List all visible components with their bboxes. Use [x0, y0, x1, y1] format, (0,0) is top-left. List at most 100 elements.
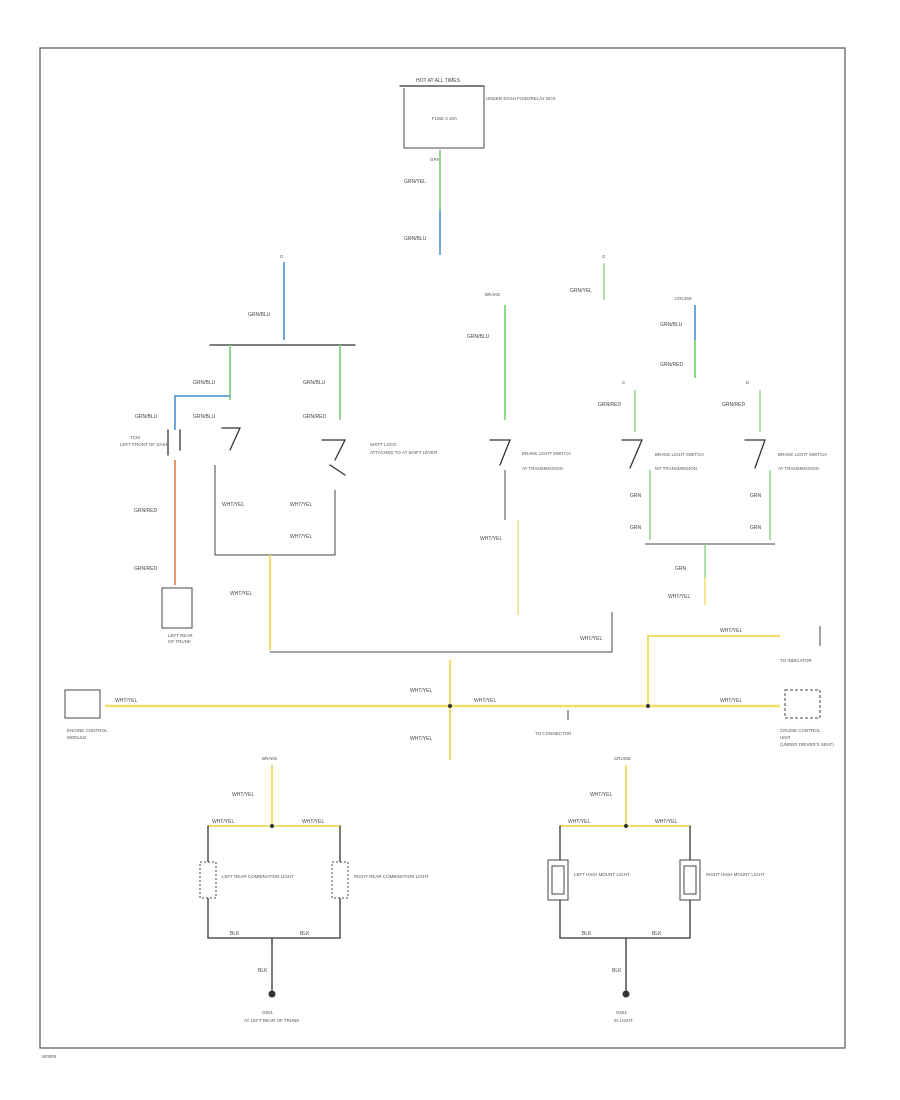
right-high-mount-lamp: RIGHT HIGH MOUNT LIGHT — [679, 859, 765, 901]
label-left-ground-wire: BLK — [258, 968, 268, 974]
ref-c: C — [622, 380, 626, 385]
label-right-lamp-a: WHT/YEL — [568, 819, 590, 825]
right-lamp-loop — [559, 825, 691, 939]
fuse-wire-label: GRN — [430, 157, 440, 162]
fuse-box-outline — [403, 88, 484, 149]
label-right-blk2: BLK — [652, 931, 662, 937]
cruise-label2: UNIT — [780, 735, 791, 740]
label-left-lamp-b: WHT/YEL — [302, 819, 324, 825]
label-grn-blu-a: GRN/BLU — [248, 312, 271, 318]
label-right-wire-a: GRN/RED — [598, 402, 621, 408]
label-right-grn-blu: GRN/BLU — [660, 322, 683, 328]
label-wht-yel-f: WHT/YEL — [668, 594, 690, 600]
label-wht-yel-l: WHT/YEL — [720, 698, 742, 704]
label-wht-yel-i: WHT/YEL — [115, 698, 137, 704]
label-left-blk2: BLK — [300, 931, 310, 937]
fuse-block-title: HOT AT ALL TIMES — [416, 78, 461, 84]
label-wht-yel-e: WHT/YEL — [480, 536, 502, 542]
label-grn-red3: GRN/RED — [134, 566, 157, 572]
label-grn-r-f: GRN — [750, 525, 762, 531]
ground-left-icon — [268, 990, 276, 998]
label-wht-yel-j: WHT/YEL — [410, 688, 432, 694]
fuse-block: HOT AT ALL TIMES UNDER-DASH FUSE/RELAY B… — [399, 78, 556, 162]
left-high-mount-lamp: LEFT HIGH MOUNT LIGHT — [547, 859, 630, 901]
label-grn-red2: GRN/RED — [134, 508, 157, 514]
splice-right-lamp — [624, 824, 628, 828]
label-grn-y2: GRN/YEL — [570, 288, 592, 294]
brake-switch-label: BRAKE LIGHT SWITCH — [522, 451, 571, 456]
cruise-box — [784, 689, 821, 719]
label-grn-red: GRN/RED — [303, 414, 326, 420]
bus-mid — [270, 612, 613, 653]
label-right-grn2: GRN — [675, 566, 687, 572]
label-grn-r-d: GRN — [750, 493, 762, 499]
brake-switch4-note: AT TRANSMISSION — [778, 466, 819, 471]
right-rear-lamp-label: RIGHT REAR COMBINATION LIGHT — [354, 874, 429, 879]
label-right-wire-b: GRN/RED — [722, 402, 745, 408]
brake-switch-note: AT TRANSMISSION — [522, 466, 563, 471]
shift-lock-note: ATTACHED TO AT SHIFT LEVER — [370, 450, 438, 455]
brake-block-label: BRAKE — [485, 292, 500, 297]
label-left-lamp-feed: WHT/YEL — [232, 792, 254, 798]
center-brake-switch: BRAKE LIGHT SWITCH AT TRANSMISSION — [489, 439, 571, 520]
wire-cruise-top — [647, 635, 780, 706]
label-wht-yel-b: WHT/YEL — [290, 502, 312, 508]
tcm-left-label: TCM — [130, 435, 140, 440]
label-left-blk: BLK — [230, 931, 240, 937]
ref-g-left: G — [280, 254, 284, 259]
label-wht-yel-k: WHT/YEL — [474, 698, 496, 704]
label-grn-blu: GRN/BLU — [404, 236, 427, 242]
shift-lock-label: SHIFT LOCK — [370, 442, 396, 447]
splice-main — [448, 704, 452, 708]
brake-switch3-note: MT TRANSMISSION — [655, 466, 697, 471]
label-right-lamp-feed: WHT/YEL — [590, 792, 612, 798]
label-grn-blu-c: GRN/BLU — [303, 380, 326, 386]
label-grn-blu-e: GRN/BLU — [135, 414, 158, 420]
ground-left: G501 — [262, 1010, 274, 1015]
label-grn-yel: GRN/YEL — [404, 179, 426, 185]
lamp-box-left — [161, 587, 193, 629]
label-wht-yel-m: WHT/YEL — [410, 736, 432, 742]
right-high-lamp-label: RIGHT HIGH MOUNT LIGHT — [706, 872, 765, 877]
shift-lock-switch: SHIFT LOCK ATTACHED TO AT SHIFT LEVER — [214, 427, 438, 556]
left-lamp-loop — [207, 825, 341, 939]
left-box-label2: OF TRUNK — [168, 639, 191, 644]
label-wht-yel-a: WHT/YEL — [222, 502, 244, 508]
ground-right: G551 — [616, 1010, 628, 1015]
cruise-label: CRUISE CONTROL — [780, 728, 821, 733]
label-right-lamp-b: WHT/YEL — [655, 819, 677, 825]
left-brake-switch: TCM LEFT FRONT OF DASH — [120, 429, 181, 456]
label-right-ground-wire: BLK — [612, 968, 622, 974]
fuse-rating: FUSE 4 10A — [432, 116, 457, 121]
label-right-blk: BLK — [582, 931, 592, 937]
left-lamp-ref: BRAKE — [262, 756, 277, 761]
ground-right-note: IN LIGHT — [614, 1018, 633, 1023]
label-grn-blu-d: GRN/BLU — [193, 414, 216, 420]
figure-id: W0000 — [42, 1054, 57, 1059]
left-rear-lamp: LEFT REAR COMBINATION LIGHT — [199, 861, 294, 899]
label-center-grn: GRN/BLU — [467, 334, 490, 340]
cruise-block-label: CRUISE — [675, 296, 692, 301]
splice-right — [646, 704, 650, 708]
label-wht-yel-h: WHT/YEL — [720, 628, 742, 634]
right-brake-switch-a: BRAKE LIGHT SWITCH MT TRANSMISSION — [621, 439, 704, 471]
label-grn-blu-b: GRN/BLU — [193, 380, 216, 386]
to-connector: TO CONNECTOR — [535, 731, 572, 736]
left-rear-lamp-label: LEFT REAR COMBINATION LIGHT — [222, 874, 294, 879]
ecm-label: ENGINE CONTROL — [67, 728, 108, 733]
diagram-frame — [39, 47, 846, 1049]
to-indicator: TO INDICATOR — [780, 658, 813, 663]
label-grn-r-c: GRN — [630, 493, 642, 499]
ground-right-icon — [622, 990, 630, 998]
splice-left-lamp — [270, 824, 274, 828]
tcm-left-note: LEFT FRONT OF DASH — [120, 442, 169, 447]
label-wht-yel-g: WHT/YEL — [580, 636, 602, 642]
ground-left-note: AT LEFT REAR OF TRUNK — [244, 1018, 299, 1023]
ecm-box — [64, 689, 101, 719]
label-left-lamp-a: WHT/YEL — [212, 819, 234, 825]
right-brake-switch-b: BRAKE LIGHT SWITCH AT TRANSMISSION — [744, 439, 827, 471]
right-rear-lamp: RIGHT REAR COMBINATION LIGHT — [331, 861, 429, 899]
ref-g-mid: G — [602, 254, 606, 259]
ecm-label2: MODULE — [67, 735, 86, 740]
